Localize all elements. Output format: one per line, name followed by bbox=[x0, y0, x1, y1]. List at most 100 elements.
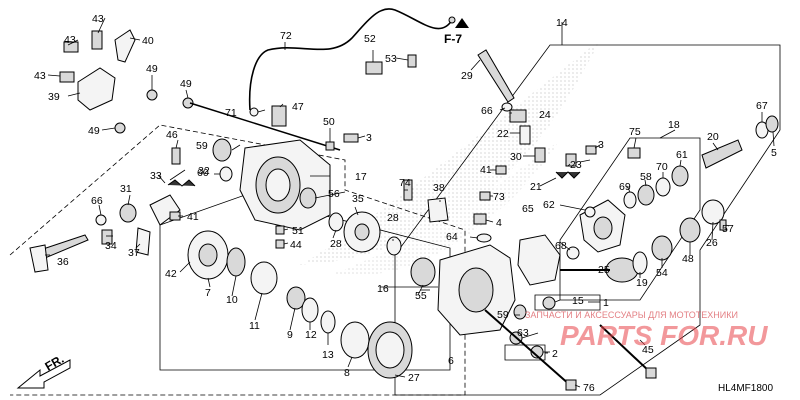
callout: 34 bbox=[105, 240, 117, 252]
seal-56 bbox=[299, 187, 317, 209]
oring-66-right bbox=[501, 102, 513, 112]
washer-50 bbox=[325, 141, 335, 151]
washer-64 bbox=[476, 233, 492, 243]
callout: 23 bbox=[570, 159, 582, 171]
gear-35-hub bbox=[354, 223, 370, 241]
callout: 61 bbox=[676, 149, 688, 161]
callout: 28 bbox=[330, 238, 342, 250]
callout: 49 bbox=[146, 63, 158, 75]
callout: 29 bbox=[461, 70, 473, 82]
seal-62 bbox=[584, 206, 596, 218]
seal-55 bbox=[410, 257, 436, 287]
callout: 3 bbox=[598, 139, 604, 151]
group-2-frame bbox=[504, 344, 546, 361]
callout: 72 bbox=[280, 30, 292, 42]
bolt-4 bbox=[473, 213, 487, 225]
bracket-40 bbox=[114, 29, 136, 63]
cover-inner-bore bbox=[265, 168, 291, 202]
callout: 49 bbox=[88, 125, 100, 137]
seal-24 bbox=[509, 109, 527, 123]
callout: 37 bbox=[128, 247, 140, 259]
nut-49-a bbox=[146, 89, 158, 101]
callout: 7 bbox=[205, 287, 211, 299]
sensor-52 bbox=[365, 61, 383, 75]
callout: 38 bbox=[433, 182, 445, 194]
bolt-76 bbox=[484, 309, 571, 386]
callout: 76 bbox=[583, 382, 595, 394]
front-arrow bbox=[16, 359, 71, 389]
bolt-53 bbox=[407, 54, 417, 68]
bolt-3-top bbox=[343, 133, 359, 143]
callout: 63 bbox=[517, 327, 529, 339]
pin-30 bbox=[534, 147, 546, 163]
callout: 14 bbox=[556, 17, 568, 29]
washer-71 bbox=[249, 107, 259, 117]
callout: 39 bbox=[48, 91, 60, 103]
callout: 21 bbox=[530, 181, 542, 193]
washer-44 bbox=[275, 239, 285, 249]
callout: 70 bbox=[656, 161, 668, 173]
case-bore bbox=[458, 267, 494, 313]
pinion-shaft-20 bbox=[701, 139, 743, 169]
oring-69 bbox=[623, 191, 637, 209]
callout: 35 bbox=[352, 193, 364, 205]
callout: 20 bbox=[707, 131, 719, 143]
seal-59-left bbox=[212, 138, 232, 162]
callout: 1 bbox=[603, 297, 609, 309]
seal-5 bbox=[765, 115, 779, 133]
watermark: ЗАПЧАСТИ И АКСЕССУАРЫ ДЛЯ МОТОТЕХНИКИ PA… bbox=[525, 310, 768, 351]
seal-60 bbox=[219, 166, 233, 182]
oring-28-right bbox=[386, 236, 402, 256]
callout: 60 bbox=[197, 167, 209, 179]
callout: 30 bbox=[510, 151, 522, 163]
callout: 56 bbox=[328, 188, 340, 200]
shim-12 bbox=[301, 297, 319, 323]
washer-13 bbox=[320, 310, 336, 334]
tube-clip bbox=[448, 16, 456, 24]
callout: 62 bbox=[543, 199, 555, 211]
callout: 65 bbox=[522, 203, 534, 215]
bearing-48 bbox=[679, 217, 701, 243]
fork-32 bbox=[149, 194, 181, 226]
sleeve-31 bbox=[119, 203, 137, 223]
callout: 48 bbox=[682, 253, 694, 265]
oring-66-left bbox=[95, 214, 107, 226]
nut-49-c bbox=[114, 122, 126, 134]
bolt-3-right bbox=[585, 145, 597, 155]
callout: 44 bbox=[290, 239, 302, 251]
callout: 25 bbox=[598, 264, 610, 276]
callout: 67 bbox=[756, 100, 768, 112]
washer-70 bbox=[655, 177, 671, 197]
callout: 32 bbox=[198, 165, 210, 177]
callout: 5 bbox=[771, 147, 777, 159]
callout: 22 bbox=[497, 128, 509, 140]
bearing-8 bbox=[340, 321, 370, 359]
callout: 27 bbox=[408, 372, 420, 384]
bolt-45-head bbox=[645, 367, 657, 379]
callout: 40 bbox=[142, 35, 154, 47]
seal-59-right bbox=[513, 304, 527, 320]
callout: 47 bbox=[292, 101, 304, 113]
callout: 49 bbox=[180, 78, 192, 90]
callout: 13 bbox=[322, 349, 334, 361]
callout: 31 bbox=[120, 183, 132, 195]
callout: 8 bbox=[344, 367, 350, 379]
callout: 64 bbox=[446, 231, 458, 243]
shift-lever-29 bbox=[477, 49, 515, 103]
callout: 41 bbox=[187, 211, 199, 223]
callout: 10 bbox=[226, 294, 238, 306]
wing-logo-background bbox=[300, 40, 600, 276]
holder-bore-18 bbox=[593, 216, 613, 240]
callout: 51 bbox=[292, 225, 304, 237]
callout: 36 bbox=[57, 256, 69, 268]
callout: 43 bbox=[64, 34, 76, 46]
callout: 69 bbox=[619, 181, 631, 193]
callout: 46 bbox=[166, 129, 178, 141]
shift-arm bbox=[29, 244, 49, 273]
callout: 9 bbox=[287, 329, 293, 341]
callout: 45 bbox=[642, 344, 654, 356]
breather-tube bbox=[248, 8, 453, 111]
bolt-51 bbox=[275, 225, 285, 235]
case-assembly-frame bbox=[394, 44, 781, 396]
